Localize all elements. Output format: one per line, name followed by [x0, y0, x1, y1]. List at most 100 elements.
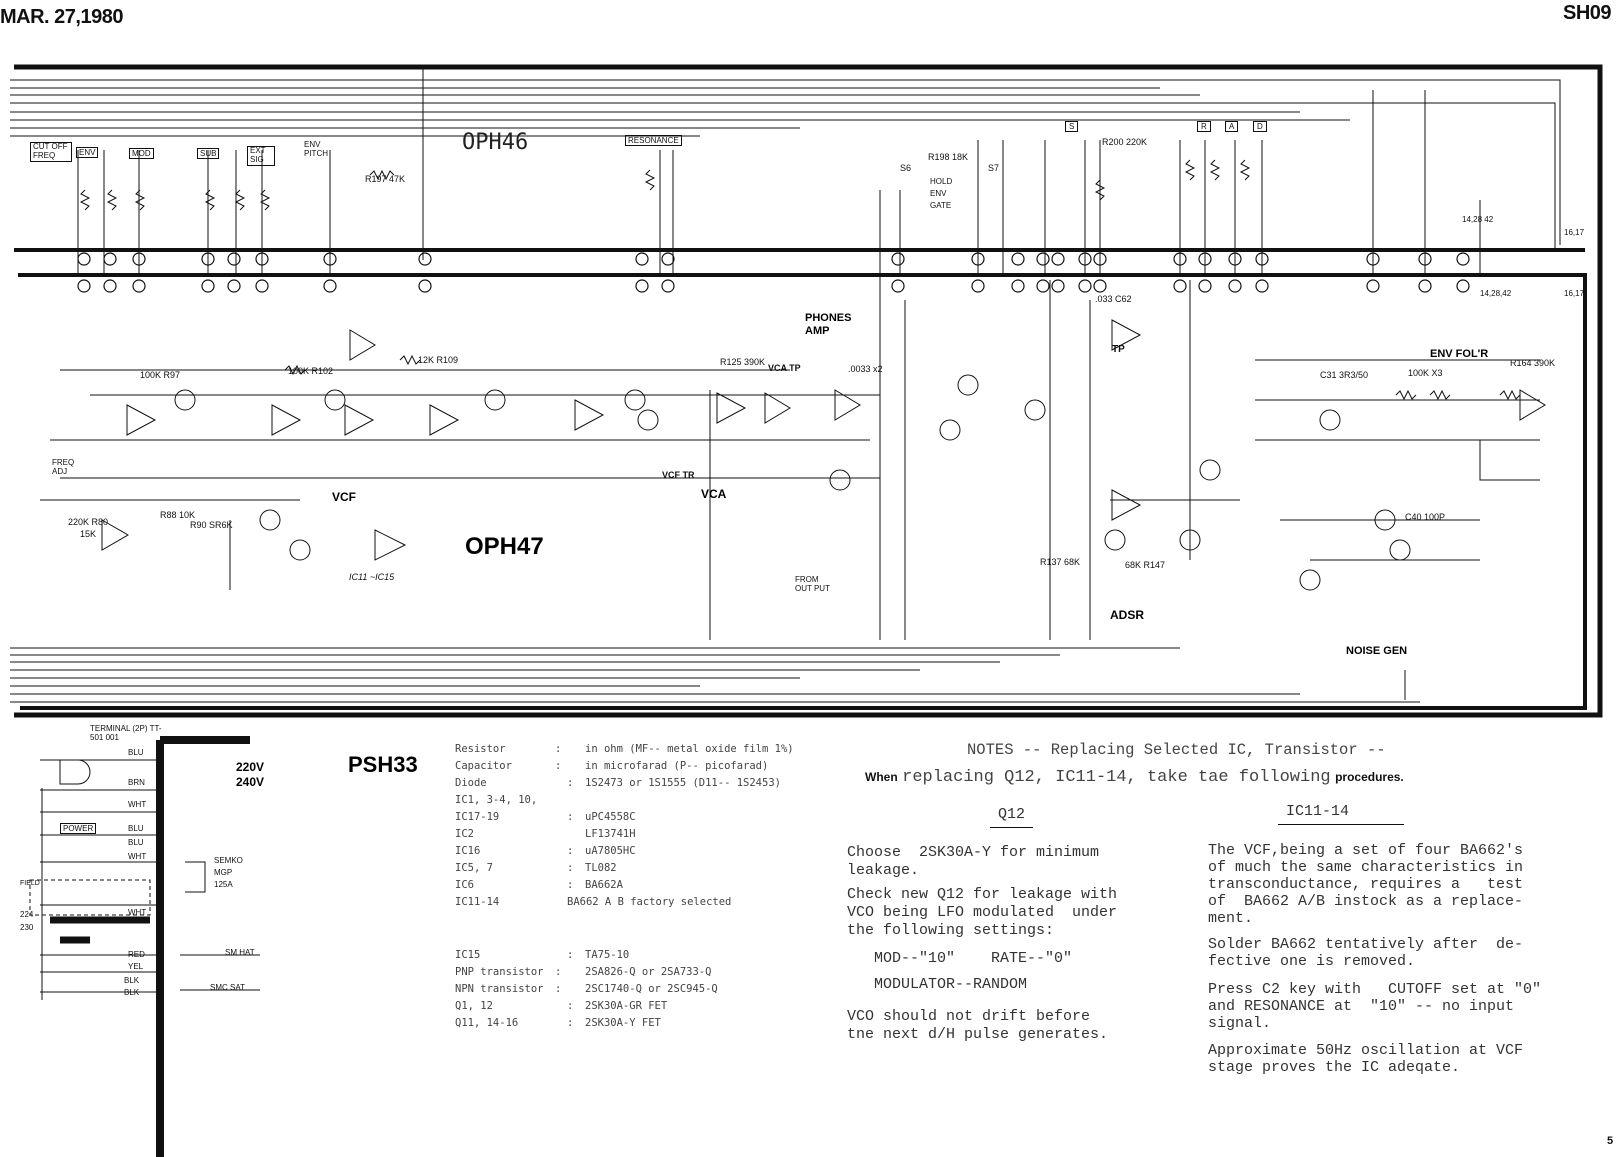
bom-value: in ohm (MF-- metal oxide film 1%) [585, 743, 794, 755]
wire-yel: YEL [128, 962, 144, 971]
svg-text:R125 390K: R125 390K [720, 357, 765, 367]
ic-range-label: IC11 ~IC15 [349, 572, 395, 582]
bom-value: uPC4558C [585, 811, 636, 823]
panel-ext-sig: EXT SIG [247, 146, 275, 166]
wire-wht-1: WHT [128, 800, 147, 809]
svg-text:R200 220K: R200 220K [1102, 137, 1147, 147]
page-number: 5 [1607, 1135, 1614, 1147]
board-oph47: OPH47 [465, 533, 544, 560]
svg-text:68K R147: 68K R147 [1125, 560, 1165, 570]
ref-14-28-42-top: 14,28 42 [1462, 215, 1494, 224]
wire-red: RED [128, 950, 145, 959]
field-label: FIELD [20, 880, 40, 887]
bom-label: IC15 [455, 949, 481, 961]
wire-blu-2: BLU [128, 824, 144, 833]
svg-text:.0033 x2: .0033 x2 [848, 364, 883, 374]
panel-r: R [1197, 121, 1211, 132]
bom-sep: : [567, 1000, 574, 1012]
panel-d: D [1253, 121, 1267, 132]
ic-line: and RESONANCE at "10" -- no input [1208, 998, 1515, 1015]
svg-text:R90 SR6K: R90 SR6K [190, 520, 233, 530]
q12-line: VCO should not drift before [847, 1008, 1091, 1025]
ic-line: Press C2 key with CUTOFF set at "0" [1208, 981, 1542, 998]
ic-line: of much the same characteristics in [1208, 859, 1524, 876]
svg-text:100K R102: 100K R102 [288, 366, 333, 376]
bom-sep: : [567, 879, 574, 891]
date-label: MAR. 27,1980 [0, 6, 123, 28]
ic-line: ment. [1208, 910, 1254, 927]
bom-label: IC5, 7 [455, 862, 493, 874]
bom-label: Resistor [455, 743, 506, 755]
env-pitch-label: ENV PITCH [304, 140, 328, 158]
bom-sep: : [555, 743, 562, 755]
svg-text:R137 68K: R137 68K [1040, 557, 1080, 567]
wire-blk-2: BLK [124, 988, 140, 997]
ref-16-17-top: 16,17 [1564, 228, 1585, 237]
ic-line: signal. [1208, 1015, 1272, 1032]
svg-text:C40 100P: C40 100P [1405, 512, 1445, 522]
wire-wht-2: WHT [128, 852, 147, 861]
bom-value: 2SK30A-Y FET [585, 1017, 661, 1029]
q12-line: the following settings: [847, 922, 1055, 939]
bom-value: BA662A [585, 879, 623, 891]
panel-mod: MOD [129, 148, 154, 159]
q12-line: tne next d/H pulse generates. [847, 1026, 1109, 1043]
q12-line: Check new Q12 for leakage with [847, 886, 1118, 903]
ic11-14-heading: IC11-14 [1278, 803, 1404, 826]
switch-s6: S6 [900, 163, 912, 173]
board-oph46: OPH46 [462, 130, 529, 155]
fuse-smc-sat: SMC SAT [210, 983, 245, 992]
bom-label: IC6 [455, 879, 474, 891]
q12-line: leakage. [847, 862, 920, 879]
side-224: 224 [20, 910, 34, 919]
wire-blu-1: BLU [128, 748, 144, 757]
svg-text:12K R109: 12K R109 [418, 355, 458, 365]
ic-line: The VCF,being a set of four BA662's [1208, 842, 1524, 859]
svg-text:R198 18K: R198 18K [928, 152, 968, 162]
bom-sep: : [555, 760, 562, 772]
wire-blu-3: BLU [128, 838, 144, 847]
bom-label: IC1, 3-4, 10, [455, 794, 538, 806]
section-phones-amp: PHONES AMP [805, 312, 852, 338]
bom-label: Diode [455, 777, 487, 789]
q12-heading: Q12 [990, 806, 1034, 829]
bom-label: Capacitor [455, 760, 512, 772]
env-label: ENV [930, 189, 947, 198]
fuse-sm-hat: SM HAT [225, 948, 255, 957]
bom-value: 2SK30A-GR FET [585, 1000, 668, 1012]
section-noise-gen: NOISE GEN [1346, 645, 1408, 657]
gate-label: GATE [930, 201, 952, 210]
bom-label: Q11, 14-16 [455, 1017, 519, 1029]
section-adsr: ADSR [1110, 608, 1145, 622]
bom-sep: : [567, 777, 574, 789]
ic-line: Solder BA662 tentatively after de- [1208, 936, 1524, 953]
ic-line: of BA662 A/B instock as a replace- [1208, 893, 1524, 910]
bom-value: uA7805HC [585, 845, 636, 857]
bom-value: in microfarad (P-- picofarad) [585, 760, 769, 772]
bom-sep: : [567, 1017, 574, 1029]
label-r197: R197 47K [365, 174, 405, 184]
panel-sub: SUB [197, 148, 220, 159]
bom-label: PNP transistor [455, 966, 544, 978]
power-switch-label: POWER [60, 823, 97, 834]
bom-value: 2SA826-Q or 2SA733-Q [585, 966, 712, 978]
wire-blk-1: BLK [124, 976, 140, 985]
svg-text:.033 C62: .033 C62 [1095, 294, 1132, 304]
sheet-code: SH09 [1563, 2, 1612, 24]
section-vca: VCA [701, 487, 727, 501]
section-vcf: VCF [332, 490, 356, 504]
hold-label: HOLD [930, 177, 953, 186]
vca-tp-label: VCA TP [768, 363, 801, 373]
svg-text:C31 3R3/50: C31 3R3/50 [1320, 370, 1368, 380]
ref-16-17-bottom: 16,17 [1564, 289, 1585, 298]
bom-value: BA662 A B factory selected [567, 896, 732, 908]
panel-s: S [1065, 121, 1079, 132]
fuse-125a-label: 125A [214, 880, 233, 889]
voltage-240v: 240V [236, 775, 265, 789]
ic-line: stage proves the IC adeqate. [1208, 1059, 1461, 1076]
ic-line: fective one is removed. [1208, 953, 1416, 970]
bom-value: TL082 [585, 862, 617, 874]
bom-value: 2SC1740-Q or 2SC945-Q [585, 983, 718, 995]
svg-text:220K R80: 220K R80 [68, 517, 108, 527]
